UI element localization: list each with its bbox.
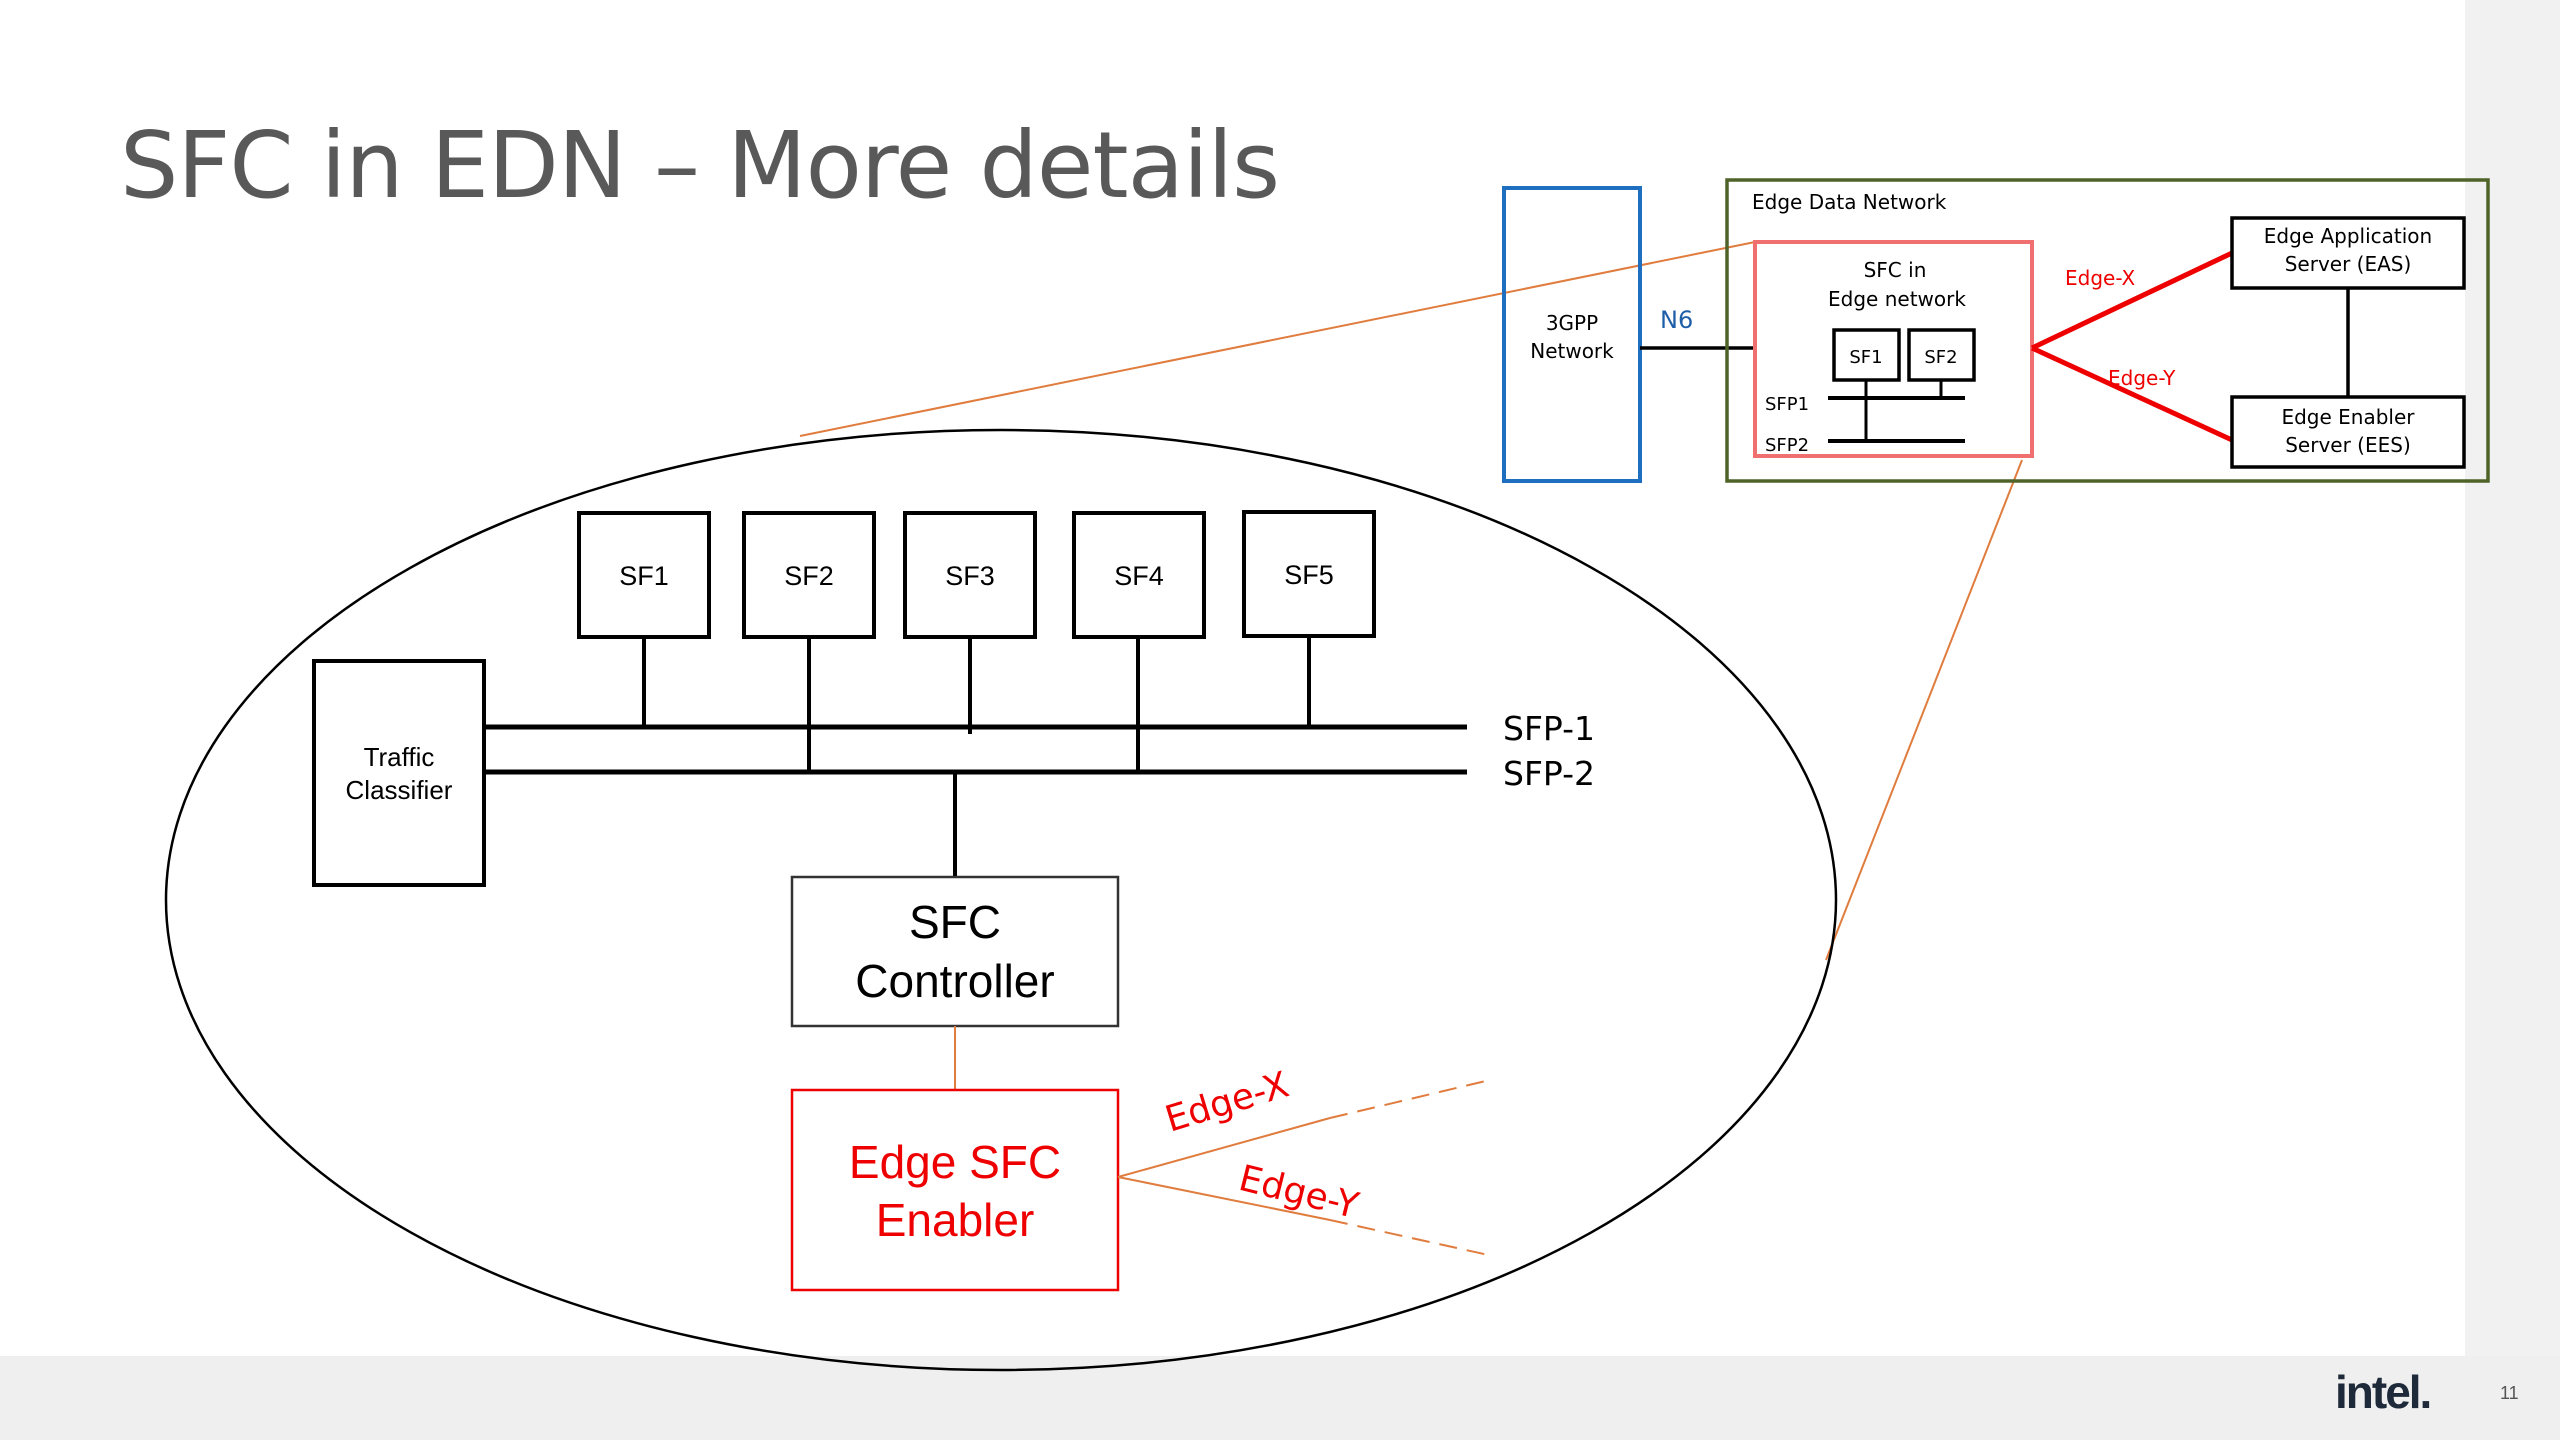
mini-sf1-box [1832, 328, 1901, 382]
edge-x-label: Edge-X [1161, 1064, 1294, 1140]
intel-logo: intel. [2335, 1366, 2432, 1418]
sfc-controller-box [790, 875, 1120, 1028]
eas-label-2: Server (EAS) [2285, 252, 2412, 276]
sf1-label: SF1 [619, 561, 669, 591]
sfc-controller-label-2: Controller [855, 955, 1054, 1007]
sf3-label: SF3 [945, 561, 995, 591]
slide-title: SFC in EDN – More details [120, 112, 1280, 219]
zoom-line-top [799, 241, 1756, 437]
zoom-diagram: SFP-1 SFP-2 SF1 SF2 SF3 SF [164, 428, 1838, 1372]
edge-x-link [2030, 250, 2234, 351]
sfc-edge-label: SFC in [1864, 258, 1927, 282]
ees-label-2: Server (EES) [2285, 433, 2411, 457]
sf5-label: SF5 [1284, 560, 1334, 590]
edge-y-label: Edge-Y [1235, 1158, 1364, 1227]
footer-band [0, 1356, 2560, 1440]
traffic-classifier-box [312, 659, 486, 887]
edge-sfc-enabler-label: Edge SFC [849, 1136, 1061, 1188]
network-3gpp-label: 3GPP [1546, 311, 1598, 335]
page-number: 11 [2500, 1383, 2519, 1403]
edge-data-network-label: Edge Data Network [1752, 190, 1947, 214]
right-margin-strip [2465, 0, 2560, 1440]
ees-box [2230, 395, 2466, 469]
sfp-1-label: SFP-1 [1503, 709, 1595, 748]
sf2-box: SF2 [742, 511, 876, 639]
mini-sf2-label: SF2 [1924, 347, 1957, 368]
traffic-classifier-label-2: Classifier [346, 775, 453, 805]
edge-x-line-dashed [1329, 1079, 1491, 1119]
edge-data-network-box [1725, 178, 2490, 483]
edge-sfc-enabler-label-2: Enabler [876, 1194, 1035, 1246]
sfc-edge-label-2: Edge network [1828, 287, 1966, 311]
sf5-box: SF5 [1242, 510, 1376, 638]
top-diagram: 3GPP Network N6 Edge Data Network SFC in… [1502, 178, 2490, 483]
edge-y-line-solid [1117, 1176, 1331, 1221]
edge-x-line-solid [1117, 1117, 1331, 1178]
network-3gpp-label-2: Network [1530, 339, 1614, 363]
mini-sf1-label: SF1 [1849, 347, 1882, 368]
mini-sfp2-label: SFP2 [1765, 435, 1809, 456]
edge-y-link [2030, 345, 2234, 443]
sf4-label: SF4 [1114, 561, 1164, 591]
n6-label: N6 [1660, 306, 1693, 334]
sfc-controller-label: SFC [909, 896, 1001, 948]
edge-sfc-enabler-box [790, 1088, 1120, 1292]
ees-label: Edge Enabler [2281, 405, 2415, 429]
network-3gpp-box [1502, 186, 1642, 483]
traffic-classifier-label: Traffic [364, 742, 435, 772]
edge-x-label-small: Edge-X [2065, 266, 2136, 290]
edge-y-line-dashed [1329, 1219, 1494, 1257]
zoom-line-bottom [1825, 459, 2023, 961]
sf4-box: SF4 [1072, 511, 1206, 639]
edge-y-label-small: Edge-Y [2108, 366, 2176, 390]
sf1-box: SF1 [577, 511, 711, 639]
zoom-ellipse [164, 428, 1838, 1372]
sf3-box: SF3 [903, 511, 1037, 639]
eas-box [2230, 216, 2466, 290]
sf2-label: SF2 [784, 561, 834, 591]
sfp-2-label: SFP-2 [1503, 754, 1595, 793]
mini-sfp1-label: SFP1 [1765, 394, 1809, 415]
eas-label: Edge Application [2264, 224, 2432, 248]
mini-sf2-box [1907, 328, 1976, 382]
